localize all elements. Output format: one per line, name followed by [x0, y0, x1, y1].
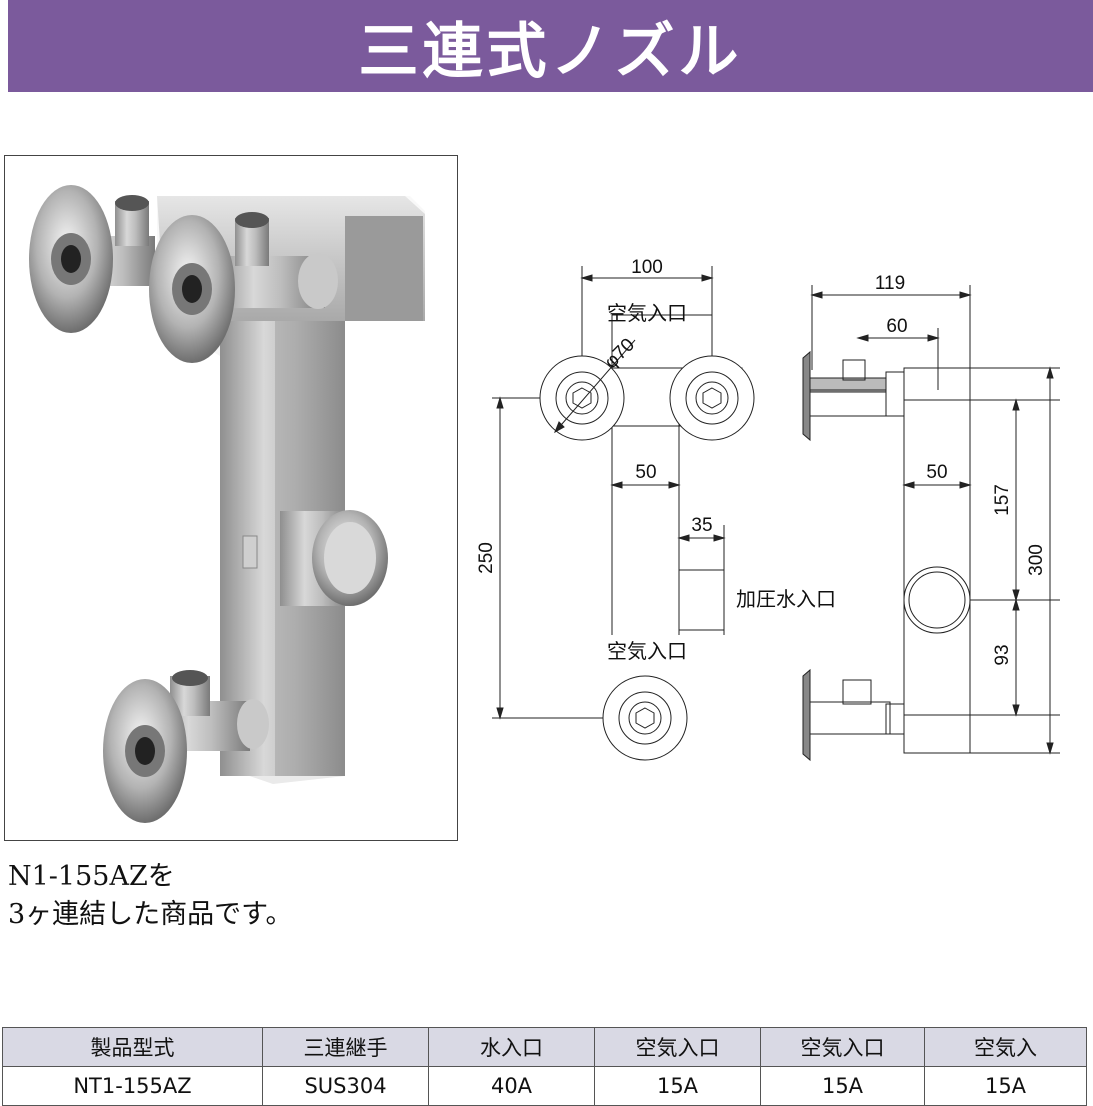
dim-height-side: 300: [1026, 544, 1047, 576]
label-air-inlet-bottom: 空気入口: [607, 639, 687, 663]
label-air-inlet-top: 空気入口: [607, 301, 687, 325]
dim-side-depth: 119: [875, 273, 905, 294]
product-description: N1-155AZを 3ヶ連結した商品です。: [8, 858, 292, 934]
cell-water-inlet: 40A: [428, 1066, 595, 1106]
cell-air-inlet-3: 15A: [924, 1066, 1087, 1106]
technical-drawing: 100 φ70 50 35 250 119 60 50 157 93 300 空…: [460, 240, 1093, 780]
cell-model: NT1-155AZ: [2, 1066, 263, 1106]
description-line-2: 3ヶ連結した商品です。: [8, 899, 293, 930]
title-bar: 三連式ノズル: [8, 0, 1093, 92]
cell-air-inlet-1: 15A: [594, 1066, 761, 1106]
header-water-inlet: 水入口: [428, 1027, 595, 1067]
table-row: NT1-155AZ SUS304 40A 15A 15A 15A: [2, 1066, 1087, 1106]
spec-table: 製品型式 三連継手 水入口 空気入口 空気入口 空気入 NT1-155AZ SU…: [2, 1027, 1087, 1106]
dim-center-width: 50: [635, 462, 656, 483]
dim-height-front: 250: [476, 542, 497, 574]
dim-side-inner: 60: [886, 316, 907, 337]
dim-inlet-width: 35: [691, 515, 712, 536]
dim-nozzle-diameter: φ70: [601, 335, 640, 374]
label-pressure-water-inlet: 加圧水入口: [736, 587, 836, 611]
product-photo: [4, 155, 458, 841]
header-joint: 三連継手: [262, 1027, 429, 1067]
dim-side-width: 50: [926, 462, 947, 483]
header-air-inlet-1: 空気入口: [594, 1027, 761, 1067]
header-air-inlet-2: 空気入口: [760, 1027, 925, 1067]
dim-front-width: 100: [631, 257, 663, 278]
header-model: 製品型式: [2, 1027, 263, 1067]
description-line-1: N1-155AZを: [8, 861, 175, 892]
dim-upper-span: 157: [992, 484, 1013, 516]
cell-joint: SUS304: [262, 1066, 429, 1106]
header-air-inlet-3: 空気入: [924, 1027, 1087, 1067]
cell-air-inlet-2: 15A: [760, 1066, 925, 1106]
spec-header-row: 製品型式 三連継手 水入口 空気入口 空気入口 空気入: [2, 1027, 1087, 1067]
page-title: 三連式ノズル: [358, 16, 743, 87]
dim-lower-span: 93: [992, 644, 1013, 665]
